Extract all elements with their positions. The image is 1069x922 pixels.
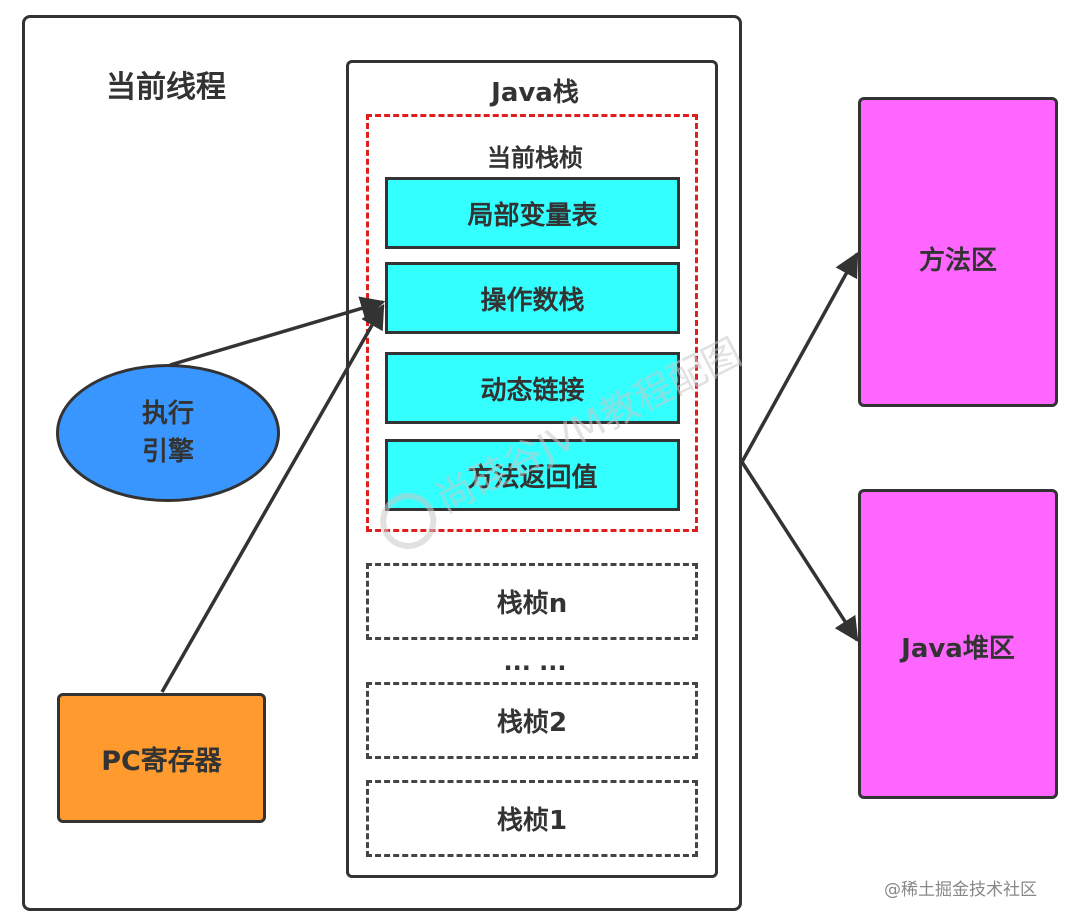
java-heap: Java堆区: [858, 489, 1058, 799]
pc-register: PC寄存器: [57, 693, 266, 823]
stack-frame-n: 栈桢n: [366, 563, 698, 640]
dynamic-linking: 动态链接: [385, 352, 680, 424]
java-heap-label: Java堆区: [901, 633, 1015, 664]
local-variable-table: 局部变量表: [385, 177, 680, 249]
current-thread-title: 当前线程: [106, 70, 226, 105]
method-area-label: 方法区: [918, 246, 997, 276]
execution-engine: 执行 引擎: [56, 364, 280, 502]
stack-frames-ellipsis: ... ...: [503, 648, 567, 676]
method-return-value: 方法返回值: [385, 439, 680, 511]
method-area: 方法区: [858, 97, 1058, 407]
stack-to-heap-arrow: [740, 461, 859, 643]
execution-engine-line2: 引擎: [141, 437, 194, 467]
current-thread-container: [22, 15, 742, 911]
current-frame-title: 当前栈桢: [487, 144, 583, 172]
execution-engine-line1: 执行: [141, 399, 194, 429]
java-stack-title: Java栈: [491, 78, 579, 108]
stack-frame-2: 栈桢2: [366, 682, 698, 759]
operand-stack: 操作数栈: [385, 262, 680, 334]
stack-frame-1: 栈桢1: [366, 780, 698, 857]
engine-to-operand-stack-arrow: [169, 296, 386, 367]
java-stack-container: [346, 60, 718, 878]
footer-credit: @稀土掘金技术社区: [884, 880, 1037, 900]
stack-to-method-area-arrow: [740, 251, 859, 463]
pc-register-to-operand-stack-arrow: [160, 303, 385, 693]
